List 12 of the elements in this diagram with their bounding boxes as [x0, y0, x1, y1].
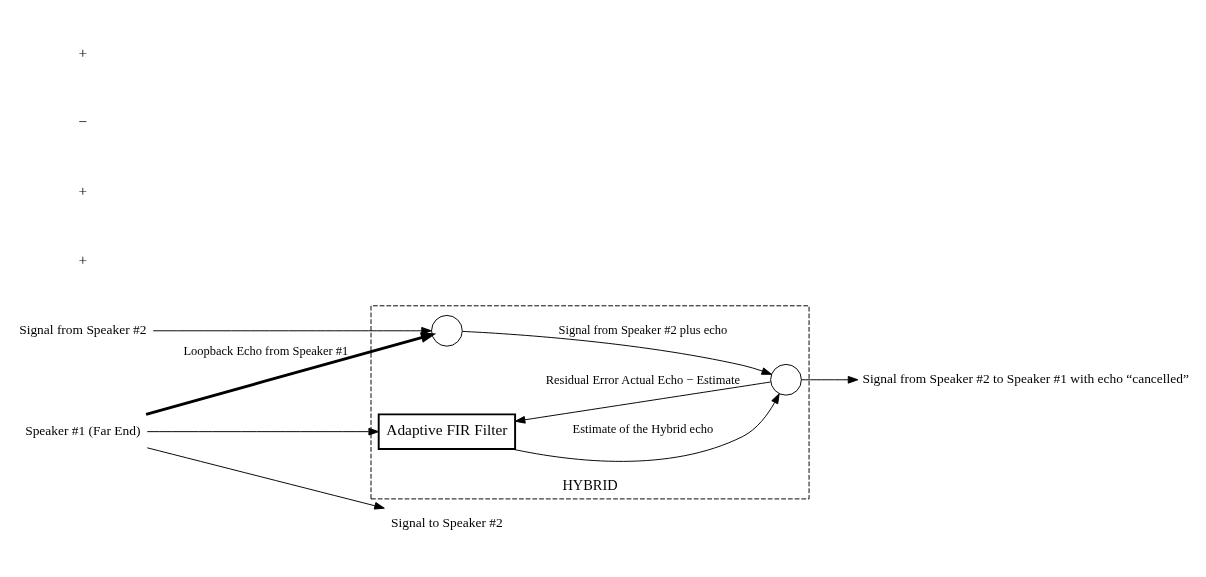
edge-label: Residual Error Actual Echo − Estimate — [545, 372, 741, 387]
node-text: Signal from Speaker #2 to Speaker #1 with echo “cancelled” — [862, 370, 1189, 386]
edge-label: Loopback Echo from Speaker #1 — [183, 343, 349, 358]
node-text: Speaker #1 (Far End) — [25, 422, 141, 438]
node-text: Signal to Speaker #2 — [391, 514, 503, 530]
edge-label: Estimate of the Hybrid echo — [572, 421, 714, 436]
label: + — [78, 250, 88, 268]
label: + — [78, 43, 88, 61]
node-text: Signal from Speaker #2 — [19, 321, 147, 337]
label: − — [78, 112, 88, 130]
label: + — [78, 181, 88, 199]
edge-label: Signal from Speaker #2 plus echo — [558, 322, 728, 337]
